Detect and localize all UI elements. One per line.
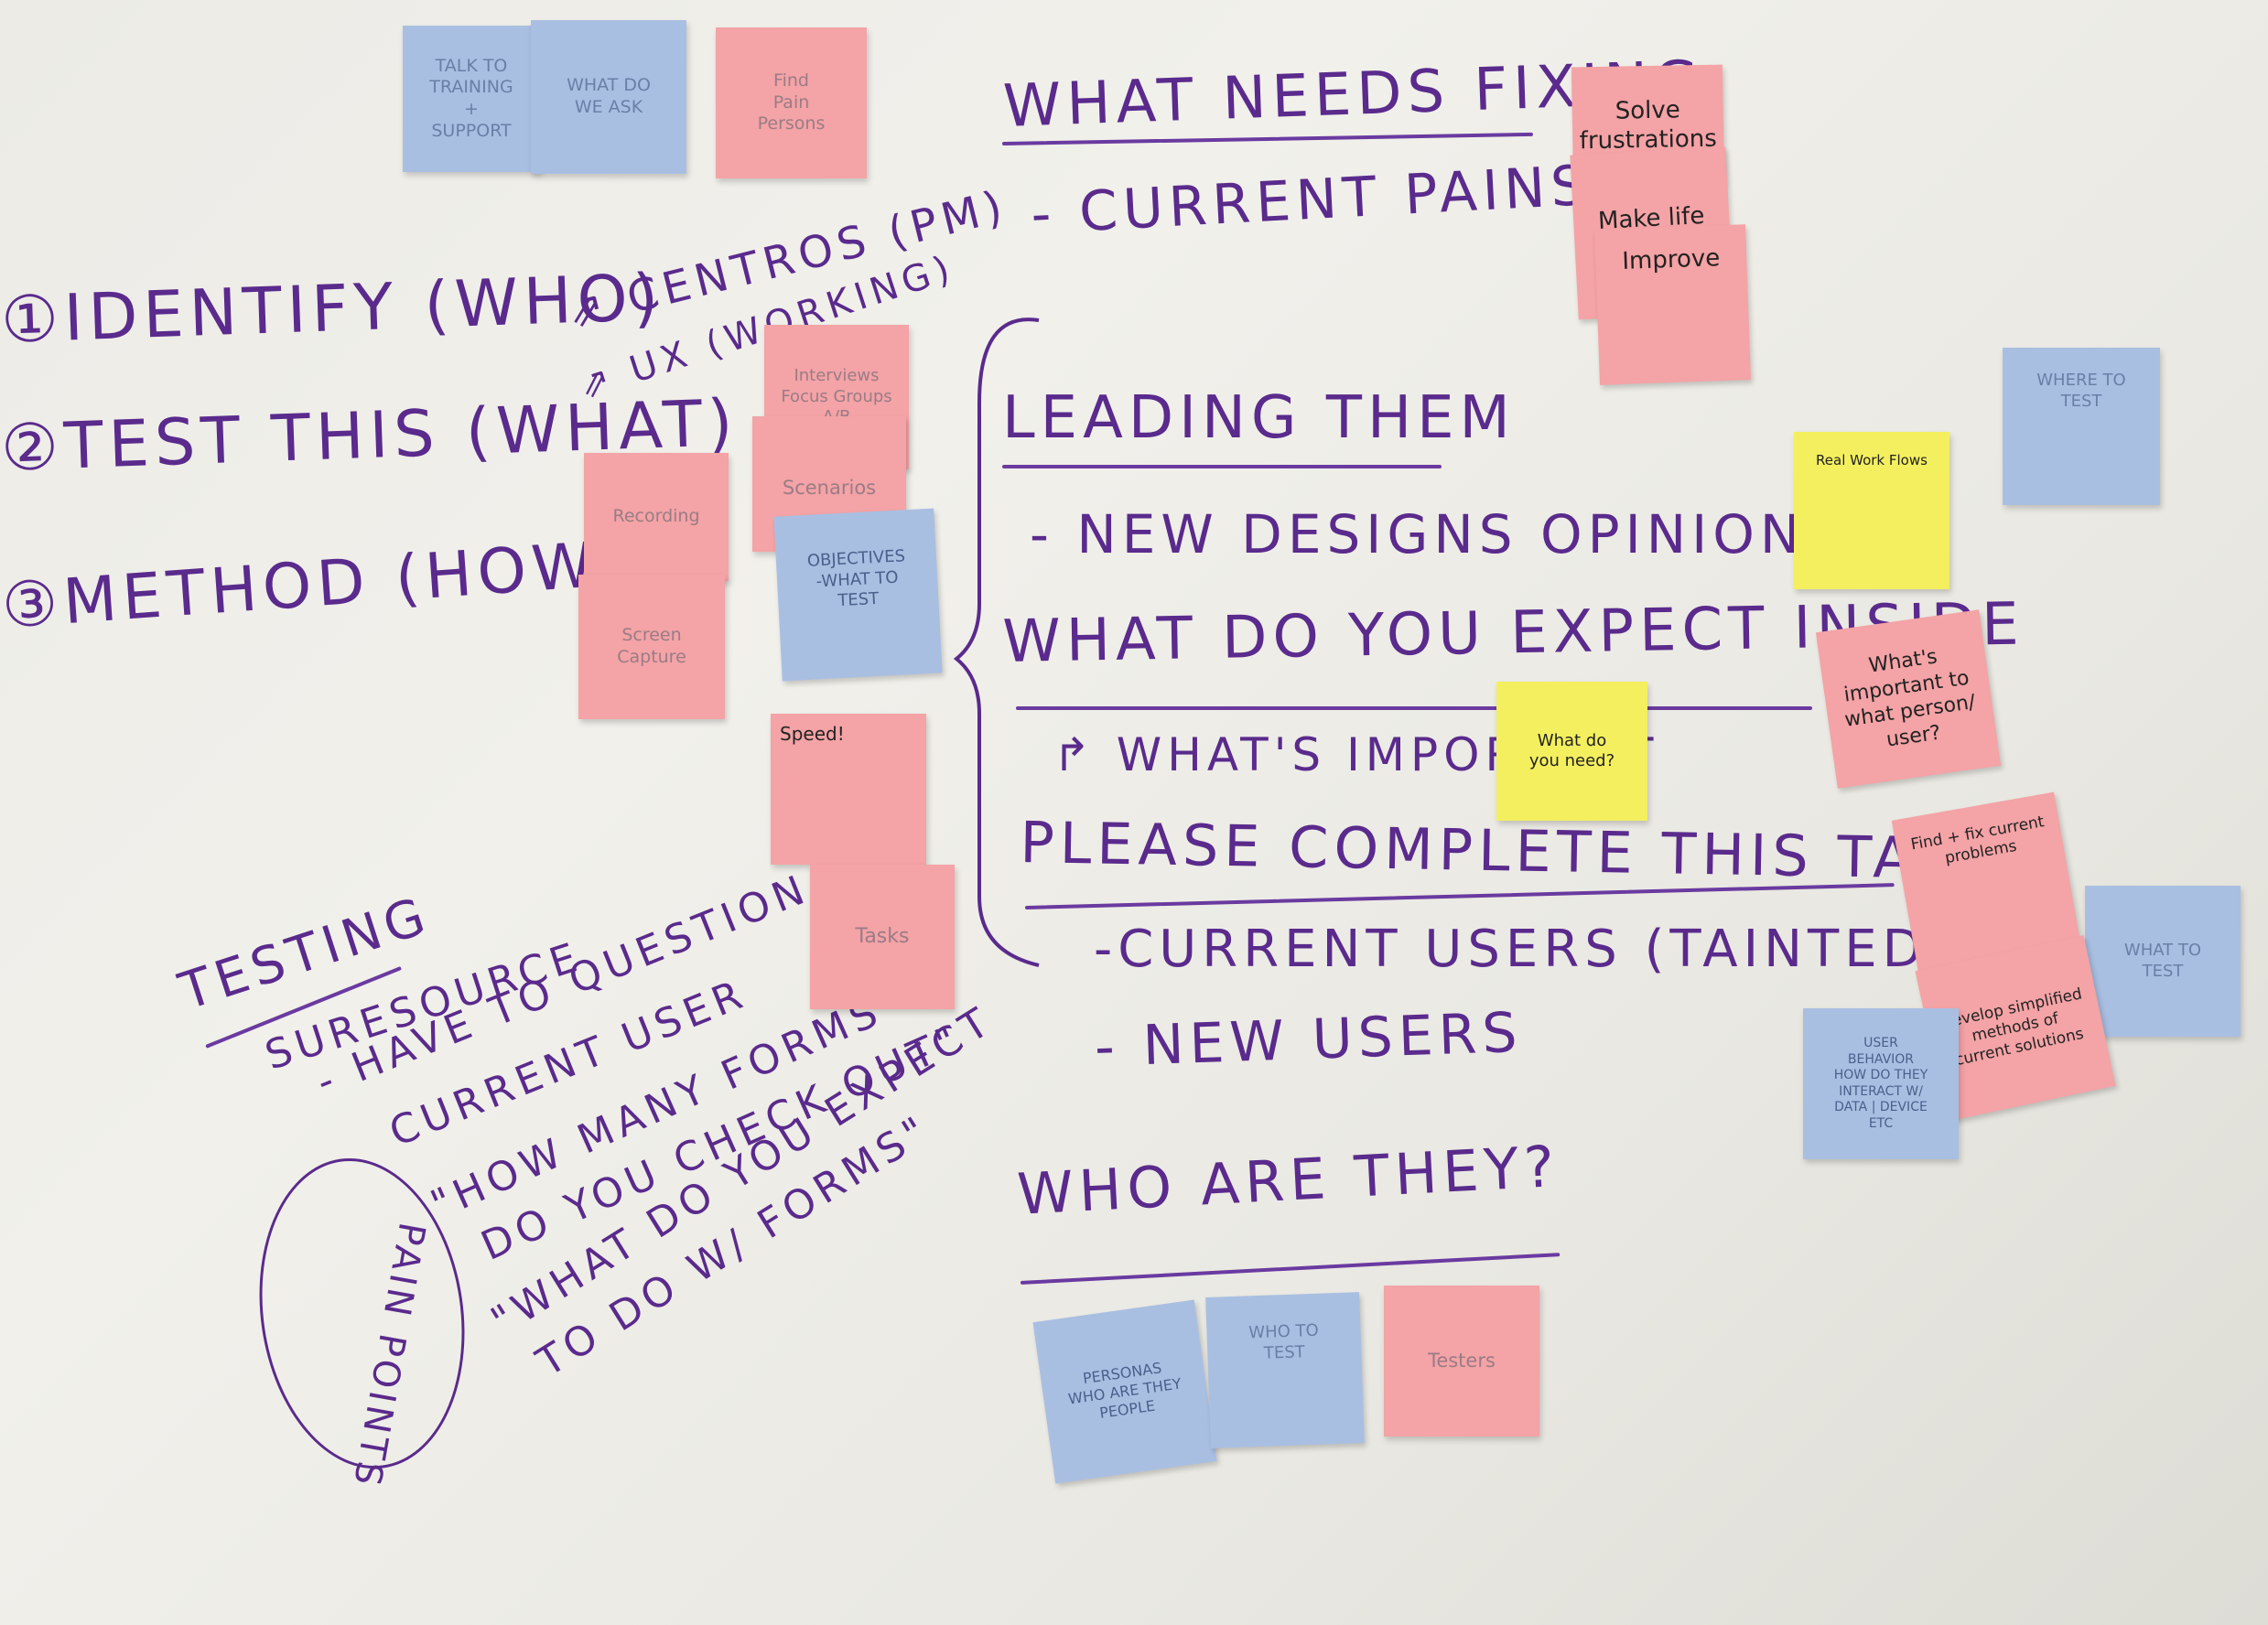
note-screen-capture: Screen Capture [578, 575, 725, 719]
step-method: ③METHOD (HOW) [0, 527, 632, 643]
text-new-designs-opinions: - NEW DESIGNS OPINIONS [1030, 503, 1845, 565]
note-speed: Speed! [771, 714, 926, 865]
note-talk-to-training: TALK TO TRAINING + SUPPORT [403, 26, 540, 172]
underline-what-do-you-expect [1016, 706, 1812, 710]
note-improve: Improve [1594, 224, 1751, 385]
note-objectives: OBJECTIVES -WHAT TO TEST [773, 508, 943, 682]
text-new-users: - NEW USERS [1093, 1000, 1524, 1080]
underline-please-complete [1024, 883, 1895, 909]
note-recording: Recording [584, 453, 729, 581]
underline-who-are-they [1020, 1253, 1561, 1285]
step-identify: ①IDENTIFY (WHO) [0, 259, 665, 358]
bracket-drawing [953, 317, 1040, 967]
heading-please-complete-this-task: PLEASE COMPLETE THIS TASK [1019, 809, 2003, 893]
note-whats-important-to-user: What's important to what person/ user? [1815, 609, 2002, 789]
underline-leading-them [1002, 465, 1442, 468]
note-where-to-test: WHERE TO TEST [2003, 348, 2160, 505]
note-personas: PERSONAS WHO ARE THEY PEOPLE [1032, 1299, 1217, 1484]
note-real-work-flows: Real Work Flows [1794, 432, 1949, 589]
note-find-pain-persons: Find Pain Persons [716, 27, 867, 178]
text-current-pains: - CURRENT PAINS [1029, 153, 1593, 247]
note-what-do-you-need: What do you need? [1496, 682, 1647, 821]
note-what-to-test: WHAT TO TEST [2085, 886, 2241, 1037]
note-tasks: Tasks [810, 865, 955, 1009]
note-user-behavior: USER BEHAVIOR HOW DO THEY INTERACT W/ DA… [1803, 1008, 1959, 1159]
heading-leading-them: LEADING THEM [1002, 384, 1516, 452]
text-current-users-tainted: -CURRENT USERS (TAINTED?!? [1094, 920, 2019, 979]
heading-who-are-they: WHO ARE THEY? [1015, 1132, 1561, 1228]
note-who-to-test: WHO TO TEST [1205, 1292, 1365, 1448]
note-what-do-we-ask: WHAT DO WE ASK [531, 20, 686, 174]
note-testers: Testers [1384, 1286, 1539, 1437]
